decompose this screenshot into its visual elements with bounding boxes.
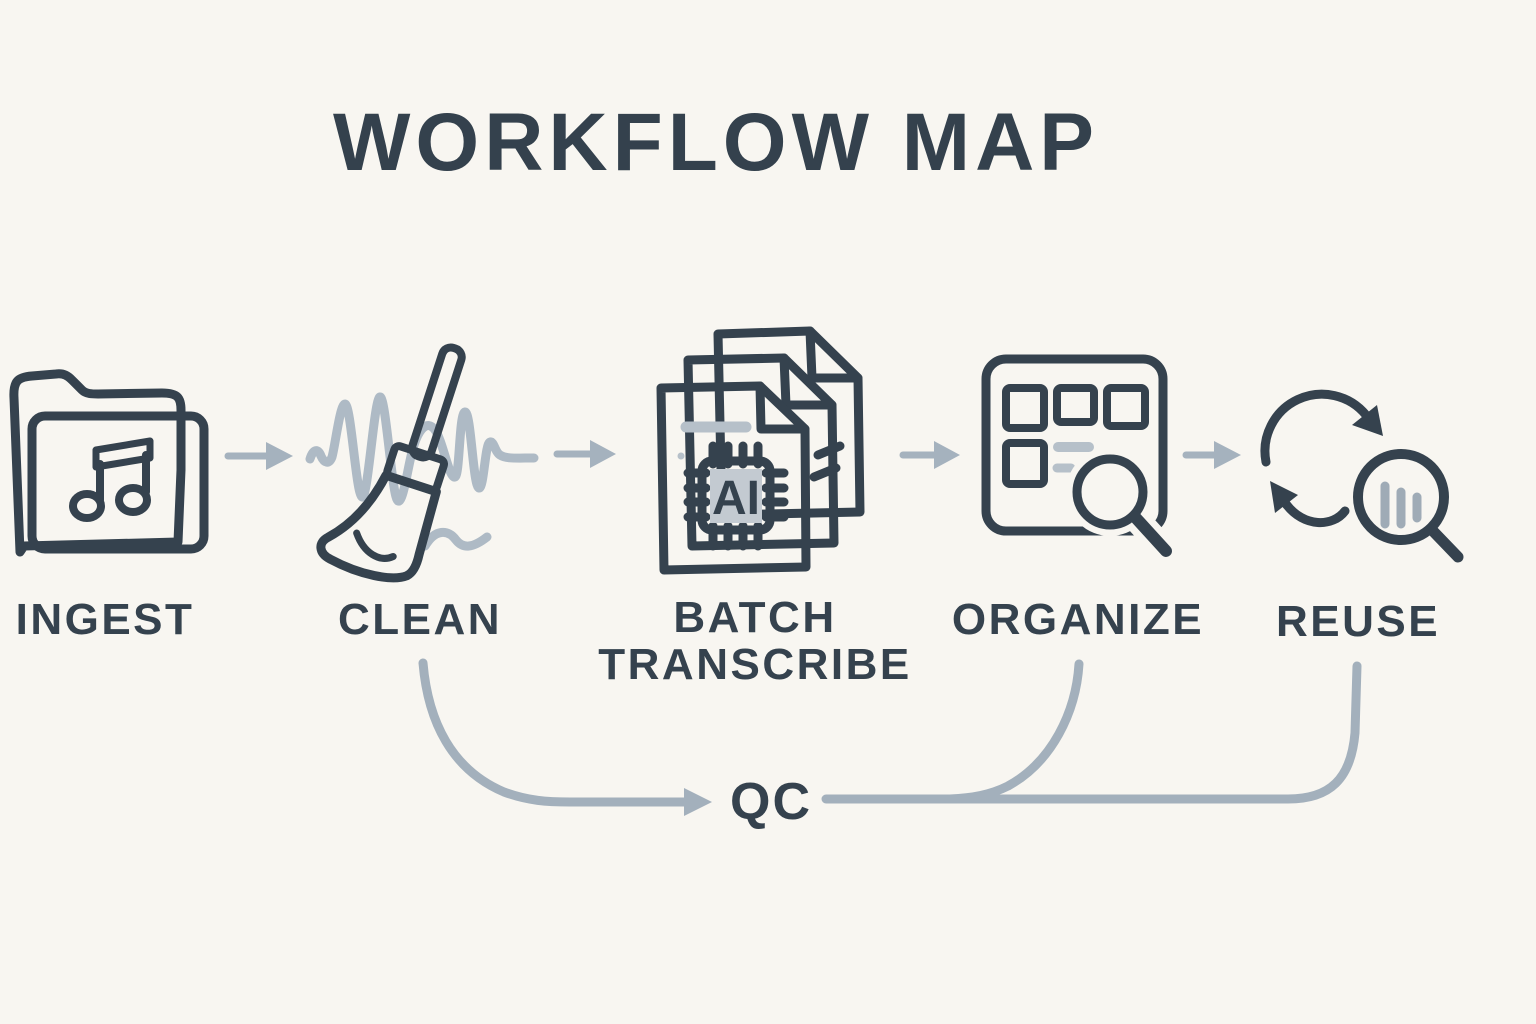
- folder-back: [9, 369, 186, 557]
- qc-label: QC: [730, 773, 812, 831]
- arrow-head-icon: [590, 440, 616, 468]
- cycle-arrowhead-icon: [1352, 405, 1383, 436]
- page-title: WORKFLOW MAP: [333, 97, 1099, 188]
- chip-label: AI: [712, 472, 760, 525]
- magnifier-icon: [1066, 448, 1183, 569]
- refresh-cycle-icon: [1260, 389, 1383, 528]
- grid-panel: [981, 354, 1168, 536]
- cycle-magnifier-icon: [1260, 389, 1464, 563]
- arrow-head-icon: [934, 441, 960, 469]
- stage-label-line: TRANSCRIBE: [598, 640, 912, 689]
- qc-arrowhead-icon: [684, 788, 712, 816]
- stage-label-ingest: INGEST: [15, 595, 195, 644]
- stage-label-batch-transcribe: BATCH TRANSCRIBE: [598, 594, 911, 688]
- broom-icon: [316, 343, 466, 583]
- qc-branch-from-organize: [945, 659, 1084, 804]
- page-front-fold: [755, 381, 810, 434]
- music-folder-icon: [9, 369, 209, 557]
- grid-tile: [1103, 384, 1149, 430]
- broom-bristle-line: [353, 529, 397, 562]
- magnifier-handle: [1426, 524, 1464, 563]
- broom-waveform-icon: [305, 343, 539, 583]
- stage-label-organize: ORGANIZE: [951, 595, 1205, 644]
- bars-magnifier-icon: [1349, 445, 1464, 563]
- page-dashes: [809, 441, 845, 482]
- grid-magnifier-icon: [981, 354, 1183, 569]
- broom-handle: [408, 343, 466, 462]
- ai-chip-icon: AI: [683, 441, 789, 551]
- grid-tile: [1053, 384, 1098, 426]
- level-bars-icon: [1380, 481, 1422, 529]
- chip-core: [710, 469, 762, 523]
- grid-tile: [1002, 384, 1048, 432]
- note-head: [69, 490, 105, 522]
- stage-label-reuse: REUSE: [1275, 597, 1441, 646]
- chip-pins: [683, 441, 789, 551]
- page-speck: [677, 452, 685, 460]
- qc-line-to-reuse: [821, 661, 1362, 804]
- chip-body: [697, 456, 775, 535]
- page-back-fold: [805, 326, 863, 383]
- magnifier-lens: [1072, 454, 1148, 530]
- folder-front: [27, 411, 209, 554]
- note-stems: [96, 451, 150, 504]
- broom-ferrule: [383, 442, 448, 495]
- flow-arrow-organize-to-reuse: [1182, 441, 1241, 469]
- note-beam: [92, 437, 154, 471]
- note-head: [115, 484, 151, 516]
- flow-arrow-clean-to-batch: [553, 440, 616, 468]
- cycle-arrowhead-icon: [1270, 481, 1298, 513]
- qc-curve-from-clean: [418, 658, 689, 807]
- cycle-arc-bottom: [1281, 499, 1350, 528]
- arrow-head-icon: [1214, 441, 1241, 469]
- qc-connectors: [418, 658, 1362, 816]
- stage-label-line: BATCH: [673, 593, 837, 642]
- music-note-icon: [69, 437, 154, 522]
- waveform-line: [305, 392, 539, 506]
- grid-tile: [1002, 439, 1048, 488]
- flow-arrow-batch-to-organize: [899, 441, 960, 469]
- waveform-squiggle: [420, 528, 492, 551]
- stage-label-clean: CLEAN: [337, 595, 503, 644]
- page-front: [656, 381, 811, 575]
- flow-arrow-ingest-to-clean: [224, 442, 293, 470]
- cycle-arc-top: [1260, 389, 1371, 467]
- arrow-head-icon: [266, 442, 293, 470]
- magnifier-handle: [1129, 511, 1172, 557]
- documents-ai-chip-icon: AI: [656, 326, 865, 575]
- magnifier-lens: [1353, 449, 1449, 545]
- broom-body: [316, 470, 441, 583]
